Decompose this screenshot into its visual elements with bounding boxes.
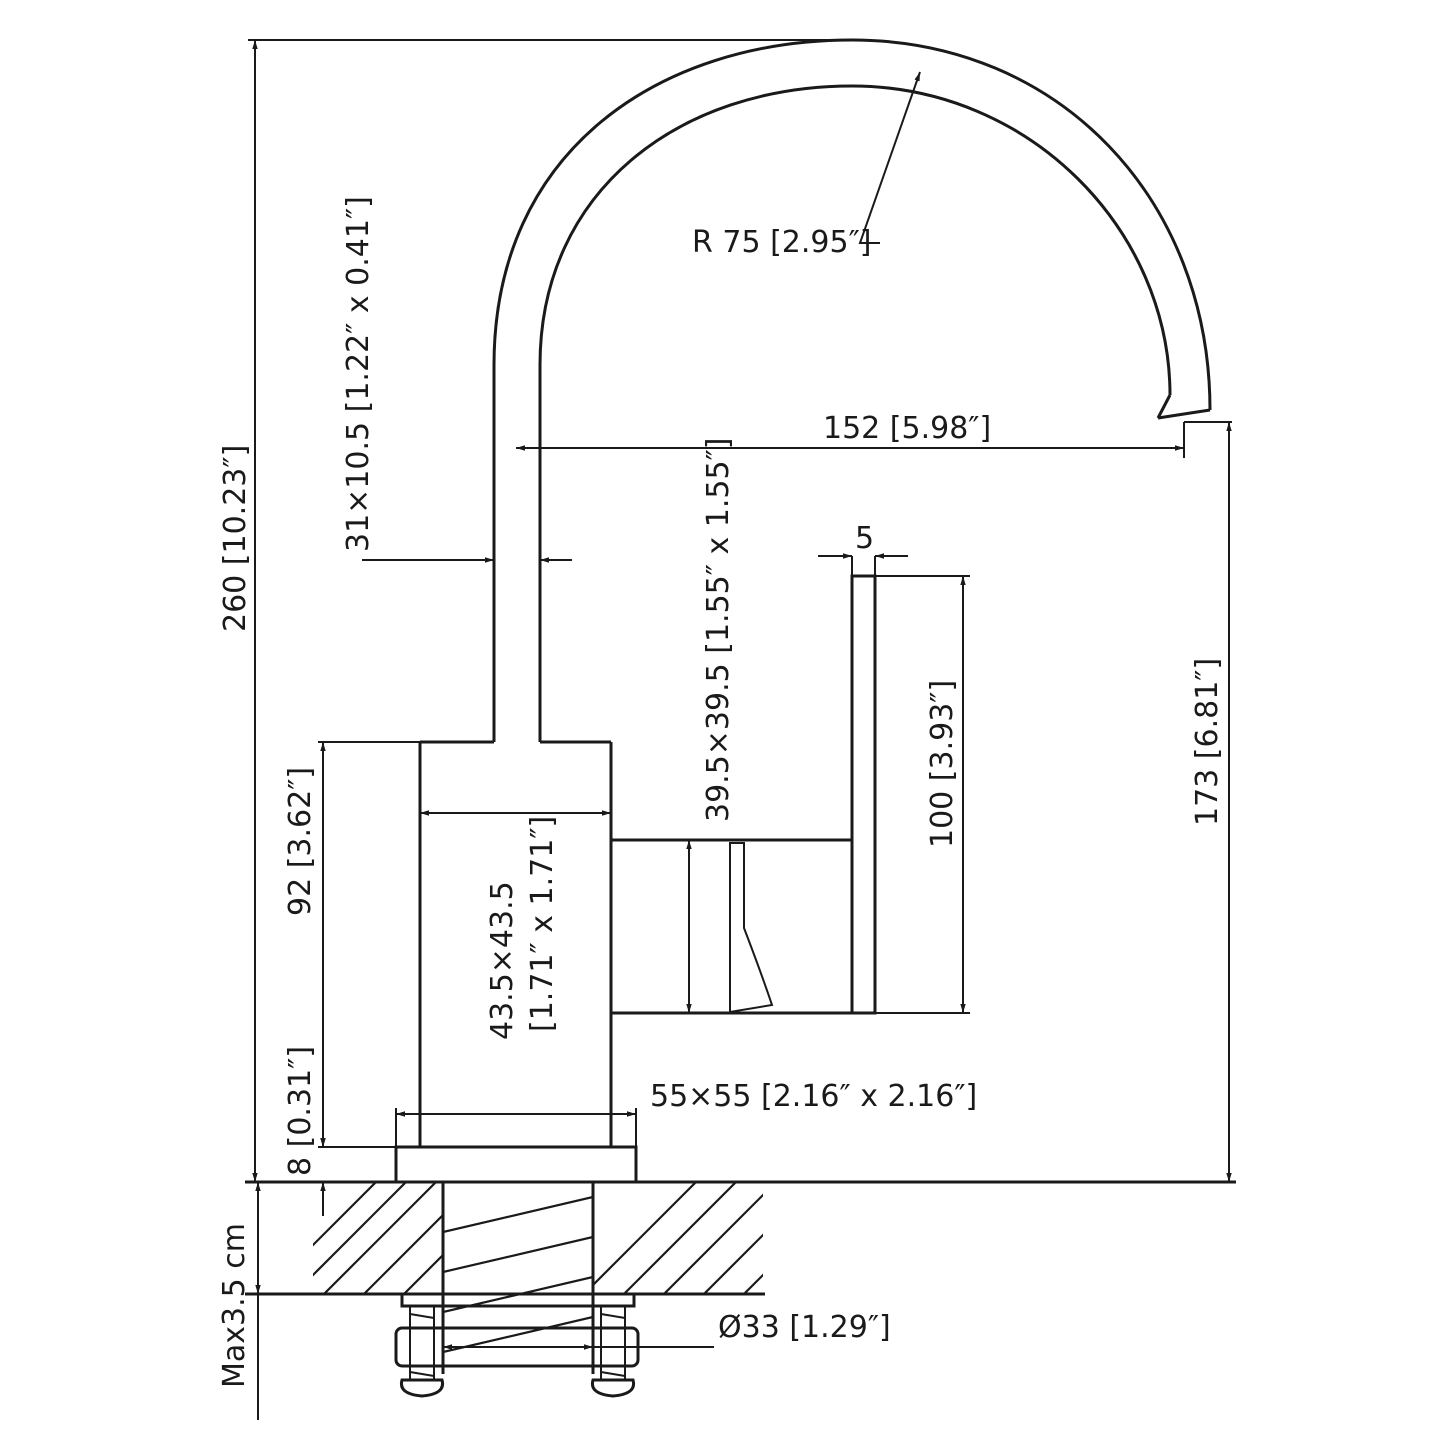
- handle-thickness-label: 5: [855, 521, 874, 556]
- radius-dimension: R 75 [2.95″]: [692, 71, 921, 260]
- handle-section-label: 39.5×39.5 [1.55″ x 1.55″]: [701, 437, 736, 822]
- left-mounting-stud: [399, 1306, 445, 1398]
- right-mounting-stud: [590, 1306, 636, 1398]
- handle: [611, 574, 970, 1015]
- counter-thickness-label: Max3.5 cm: [217, 1223, 252, 1388]
- handle-height-dimension: 100 [3.93″]: [925, 576, 966, 1013]
- body-height-dimension: 92 [3.62″]: [283, 742, 326, 1147]
- faucet-body: [318, 740, 613, 1147]
- spout-section-dimension: 31×10.5 [1.22″ x 0.41″]: [341, 196, 572, 563]
- base-height-label: 8 [0.31″]: [283, 1046, 318, 1176]
- base-plate-dimension: 55×55 [2.16″ x 2.16″]: [396, 1079, 977, 1117]
- spout-reach-label: 152 [5.98″]: [823, 411, 991, 446]
- radius-label: R 75 [2.95″]: [692, 225, 872, 260]
- countertop: [245, 1180, 1236, 1296]
- base-plate-label: 55×55 [2.16″ x 2.16″]: [650, 1079, 977, 1114]
- spout-reach-dimension: 152 [5.98″]: [516, 411, 1232, 458]
- body-section-label-2: [1.71″ x 1.71″]: [525, 816, 560, 1032]
- base-plate: [318, 1108, 638, 1184]
- spout-section-label: 31×10.5 [1.22″ x 0.41″]: [341, 196, 376, 552]
- body-section-label-1: 43.5×43.5: [485, 881, 520, 1040]
- total-height-label: 260 [10.23″]: [218, 445, 253, 632]
- counter-thickness-dimension: Max3.5 cm: [217, 1182, 313, 1420]
- base-height-dimension: 8 [0.31″]: [283, 1046, 326, 1216]
- handle-height-label: 100 [3.93″]: [925, 680, 960, 848]
- shank-diameter-label: Ø33 [1.29″]: [718, 1310, 891, 1345]
- body-height-label: 92 [3.62″]: [283, 767, 318, 916]
- outlet-height-label: 173 [6.81″]: [1190, 658, 1225, 826]
- outlet-height-dimension: 173 [6.81″]: [1190, 422, 1232, 1182]
- total-height-dimension: 260 [10.23″]: [218, 39, 852, 1182]
- handle-section-dimension: 39.5×39.5 [1.55″ x 1.55″]: [686, 437, 736, 1013]
- shank-diameter-dimension: Ø33 [1.29″]: [443, 1310, 891, 1350]
- handle-thickness-dimension: 5: [818, 521, 908, 576]
- body-section-dimension: 43.5×43.5 [1.71″ x 1.71″]: [420, 810, 611, 1040]
- mounting-shank: [394, 1195, 640, 1398]
